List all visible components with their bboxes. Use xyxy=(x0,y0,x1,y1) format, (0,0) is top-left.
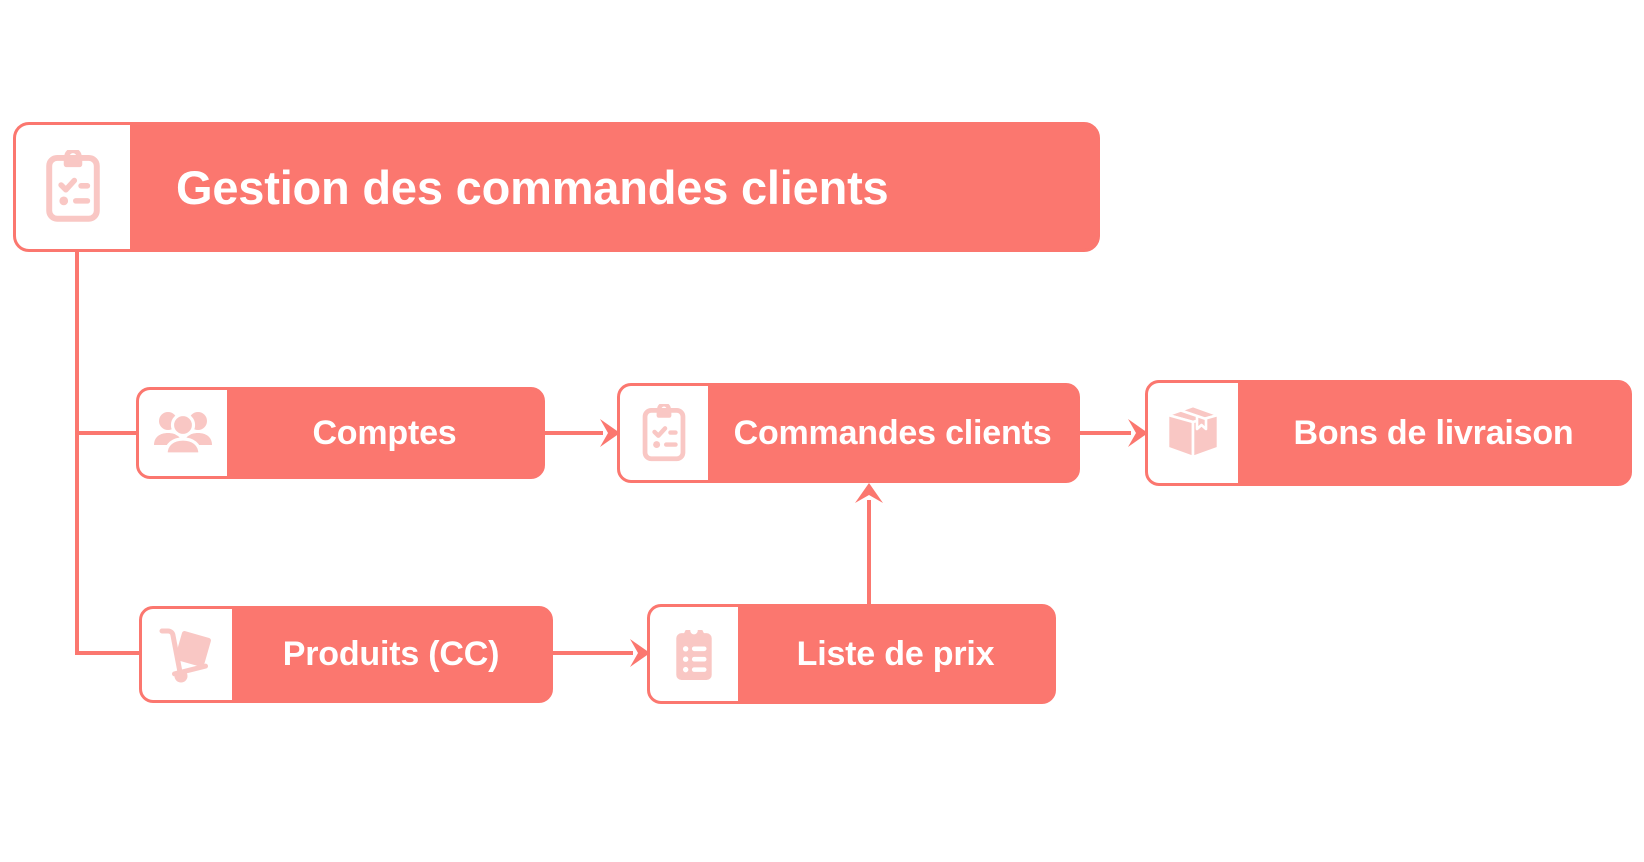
node-icon-container xyxy=(16,125,130,249)
node-label: Bons de livraison xyxy=(1293,413,1574,452)
edge-root-branch xyxy=(75,250,141,655)
node-comptes[interactable]: Comptes xyxy=(136,387,545,479)
edge-produits-liste xyxy=(553,639,650,667)
node-bons-de-livraison[interactable]: Bons de livraison xyxy=(1145,380,1632,486)
users-group-icon xyxy=(152,408,214,458)
clipboard-list-icon xyxy=(669,624,719,684)
node-icon-container xyxy=(142,609,232,700)
node-liste-de-prix[interactable]: Liste de prix xyxy=(647,604,1056,704)
clipboard-check-icon xyxy=(638,403,690,463)
node-gestion-des-commandes-clients[interactable]: Gestion des commandes clients xyxy=(13,122,1100,252)
edge-liste-commandes xyxy=(855,483,883,604)
edge-commandes-bons xyxy=(1080,419,1148,447)
node-icon-container xyxy=(139,390,227,476)
node-label: Gestion des commandes clients xyxy=(176,160,889,214)
node-icon-container xyxy=(1148,383,1238,483)
hand-truck-icon xyxy=(156,626,218,684)
node-produits-cc[interactable]: Produits (CC) xyxy=(139,606,553,703)
node-commandes-clients[interactable]: Commandes clients xyxy=(617,383,1080,483)
node-icon-container xyxy=(620,386,708,480)
node-label: Liste de prix xyxy=(796,634,995,673)
package-box-icon xyxy=(1162,403,1224,463)
clipboard-check-icon xyxy=(40,150,106,224)
node-label: Comptes xyxy=(312,413,457,452)
edge-comptes-commandes xyxy=(545,419,620,447)
node-icon-container xyxy=(650,607,738,701)
node-label: Commandes clients xyxy=(733,413,1052,452)
node-label: Produits (CC) xyxy=(282,635,500,673)
